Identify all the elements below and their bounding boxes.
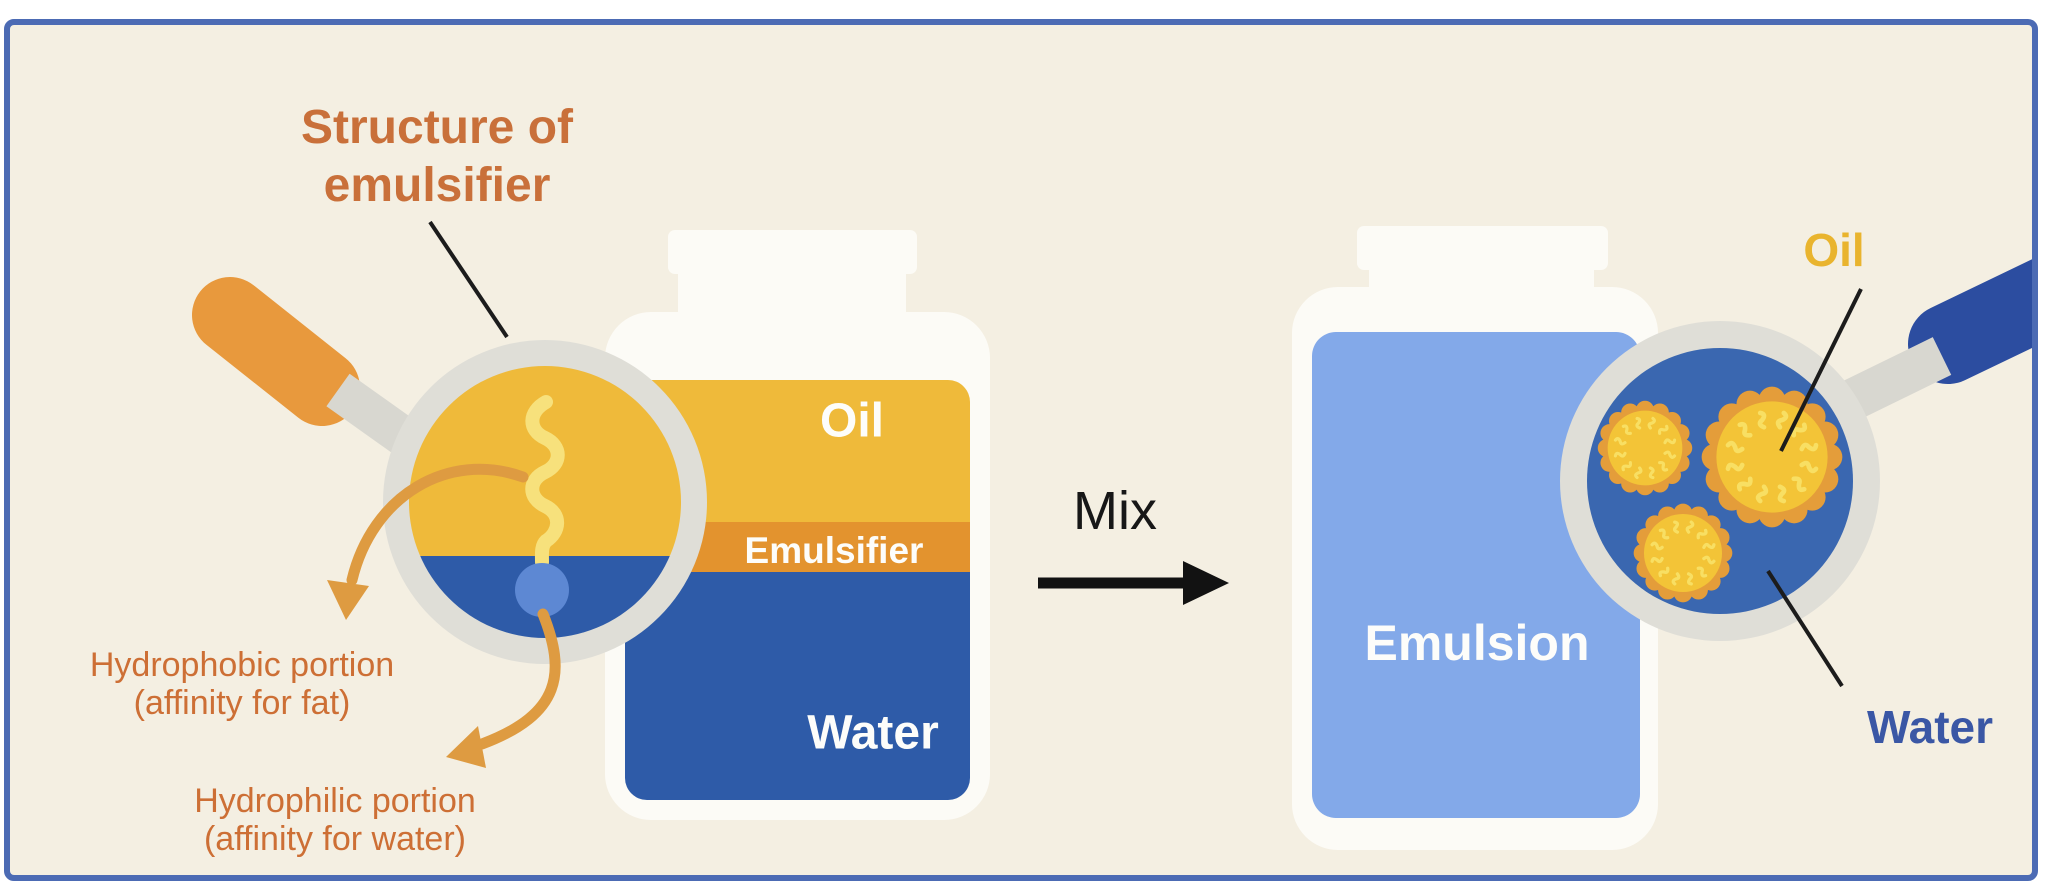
magnifier-right-icon bbox=[1560, 259, 2032, 641]
left-jar bbox=[605, 230, 990, 820]
title-pointer-line bbox=[428, 220, 509, 339]
diagram-stage: Structure of emulsifier Hydrophobic port… bbox=[10, 25, 2032, 875]
diagram-frame: Structure of emulsifier Hydrophobic port… bbox=[4, 19, 2038, 881]
emulsion-label: Emulsion bbox=[1364, 615, 1590, 671]
oil-layer-label: Oil bbox=[819, 394, 885, 448]
right-magnifier-shaft bbox=[1842, 337, 1952, 419]
oil-droplet-icon bbox=[1598, 401, 1693, 496]
hydrophilic-arrow bbox=[446, 608, 561, 768]
water-layer bbox=[625, 572, 970, 800]
oil-droplet-label: Oil bbox=[1803, 224, 1865, 276]
oil-pointer-line bbox=[1779, 288, 1863, 452]
emulsifier-layer-label: Emulsifier bbox=[744, 530, 924, 571]
water-layer-label: Water bbox=[807, 706, 939, 760]
right-magnifier-handle bbox=[1908, 259, 2032, 384]
left-magnifier-handle bbox=[192, 277, 360, 426]
hydrophobic-arrow bbox=[327, 463, 529, 620]
hydrophobic-tail-icon bbox=[525, 395, 565, 569]
mix-label: Mix bbox=[1073, 481, 1157, 541]
water-medium-label: Water bbox=[1866, 701, 1994, 753]
water-pointer-line bbox=[1766, 569, 1844, 688]
right-jar-cap bbox=[1357, 226, 1608, 270]
magnifier-left-icon bbox=[192, 277, 707, 664]
hydrophilic-label: Hydrophilic portion (affinity for water) bbox=[194, 782, 476, 858]
oil-droplet-icon bbox=[1702, 387, 1843, 528]
emulsion-fill bbox=[1312, 332, 1640, 818]
hydrophobic-label: Hydrophobic portion (affinity for fat) bbox=[89, 646, 395, 722]
hydrophilic-head-icon bbox=[515, 563, 569, 617]
diagram-title: Structure of emulsifier bbox=[300, 101, 574, 212]
mix-arrow-icon bbox=[1038, 561, 1229, 605]
diagram-artwork bbox=[192, 220, 2032, 850]
right-jar bbox=[1292, 226, 1658, 850]
left-jar-cap bbox=[668, 230, 917, 274]
oil-droplet-icon bbox=[1634, 504, 1733, 603]
